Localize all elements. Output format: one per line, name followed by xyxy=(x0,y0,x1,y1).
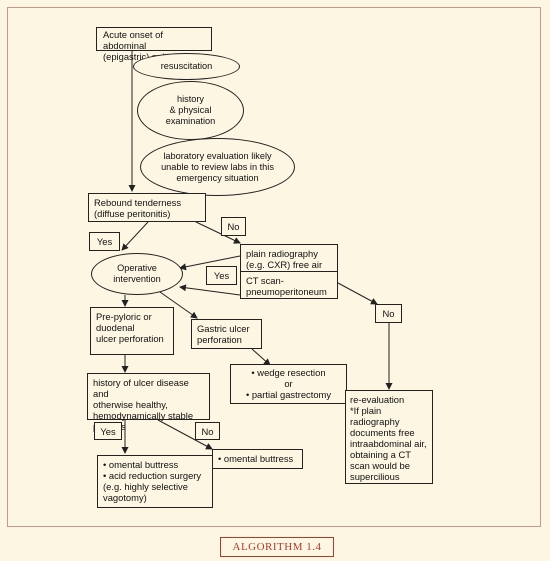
omental-acid-box: • omental buttress • acid reduction surg… xyxy=(97,455,213,508)
prepyloric-box: Pre-pyloric or duodenal ulcer perforatio… xyxy=(90,307,174,355)
gastric-box: Gastric ulcer perforation xyxy=(191,319,262,349)
line-radiography-to-operative xyxy=(179,255,241,271)
operative-oval: Operative intervention xyxy=(91,253,183,295)
no-label-1: No xyxy=(221,217,246,236)
labs-oval: laboratory evaluation likely unable to r… xyxy=(140,138,295,196)
line-history-to-omental xyxy=(157,419,213,450)
line-gastric-to-wedge xyxy=(251,348,271,366)
yes-label-1: Yes xyxy=(89,232,120,251)
omental-box: • omental buttress xyxy=(212,449,303,469)
ct-scan-box: CT scan- pneumoperitoneum xyxy=(240,271,338,299)
line-ct-to-operative xyxy=(179,284,241,296)
wedge-box: • wedge resection or • partial gastrecto… xyxy=(230,364,347,404)
no-label-2: No xyxy=(375,304,402,323)
no-label-3: No xyxy=(195,422,220,440)
line-ct-to-no xyxy=(337,282,378,305)
reevaluation-box: re-evaluation *If plain radiography docu… xyxy=(345,390,433,484)
history-ulcer-box: history of ulcer disease and otherwise h… xyxy=(87,373,210,432)
figure-frame xyxy=(7,7,541,527)
radiography-box: plain radiography (e.g. CXR) free air xyxy=(240,244,338,272)
history-exam-oval: history & physical examination xyxy=(137,81,244,140)
rebound-box: Rebound tenderness (diffuse peritonitis) xyxy=(88,193,206,222)
yes-label-3: Yes xyxy=(94,422,122,440)
line-rebound-to-radiography xyxy=(195,221,241,244)
onset-box: Acute onset of abdominal (epigastric) pa… xyxy=(96,27,212,62)
yes-label-2: Yes xyxy=(206,266,237,285)
line-rebound-to-yes xyxy=(121,221,149,251)
algorithm-caption: ALGORITHM 1.4 xyxy=(220,537,334,557)
resuscitation-oval: resuscitation xyxy=(133,53,240,80)
line-operative-to-gastric xyxy=(159,291,198,319)
